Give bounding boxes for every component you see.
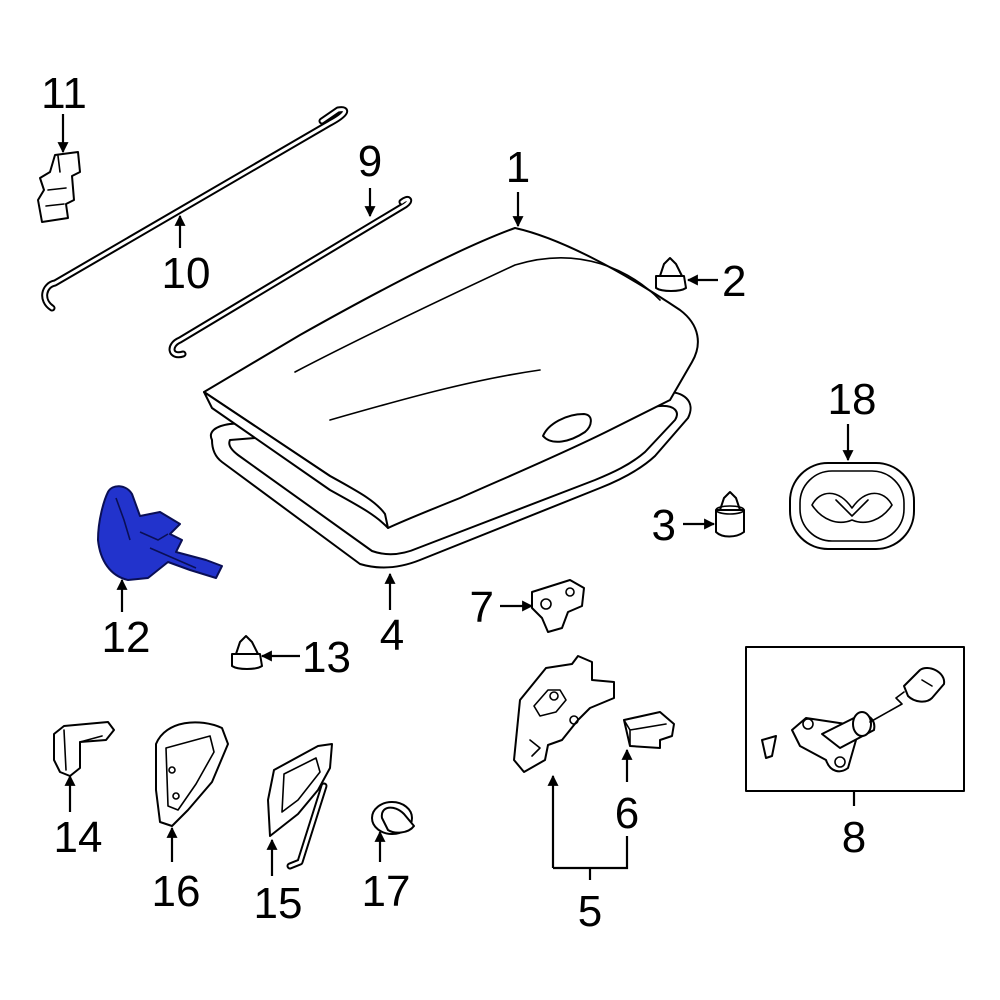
callout-1: 1 — [506, 143, 530, 192]
part-13-bumper[interactable] — [231, 635, 263, 670]
part-10-rod[interactable] — [41, 106, 349, 312]
callout-17: 17 — [362, 867, 411, 916]
part-5-lock[interactable] — [513, 655, 615, 773]
part-18-emblem[interactable] — [789, 462, 915, 550]
callout-13: 13 — [302, 633, 351, 682]
part-17-grommet[interactable] — [371, 801, 415, 835]
part-15-latch[interactable] — [267, 743, 333, 870]
callout-6: 6 — [615, 789, 639, 838]
callout-labels: 1 2 3 4 5 6 7 8 9 10 11 12 13 14 15 16 1… — [41, 69, 876, 936]
part-11-clip[interactable] — [37, 151, 81, 223]
callout-12: 12 — [102, 613, 151, 662]
callout-8: 8 — [842, 813, 866, 862]
callout-15: 15 — [254, 879, 303, 928]
part-9-rod[interactable] — [168, 195, 413, 359]
callout-16: 16 — [152, 867, 201, 916]
leader-lines — [57, 114, 856, 880]
part-1-trunk-lid[interactable] — [203, 227, 699, 529]
part-8-lock-cylinder[interactable] — [745, 646, 965, 792]
part-6-connector[interactable] — [623, 711, 675, 749]
part-16-cover[interactable] — [155, 721, 229, 827]
callout-7: 7 — [470, 583, 494, 632]
part-7-striker[interactable] — [531, 579, 585, 633]
callout-11: 11 — [41, 69, 87, 118]
callout-14: 14 — [54, 813, 103, 862]
callout-10: 10 — [162, 249, 211, 298]
callout-18: 18 — [828, 375, 877, 424]
part-14-bracket[interactable] — [53, 721, 115, 777]
part-2-bumper[interactable] — [655, 257, 687, 292]
callout-2: 2 — [722, 257, 746, 306]
part-3-cushion[interactable] — [715, 491, 745, 538]
callout-4: 4 — [380, 611, 404, 660]
part-12-hinge[interactable] — [97, 485, 223, 581]
callout-3: 3 — [652, 501, 676, 550]
callout-5: 5 — [578, 887, 602, 936]
callout-9: 9 — [358, 137, 382, 186]
